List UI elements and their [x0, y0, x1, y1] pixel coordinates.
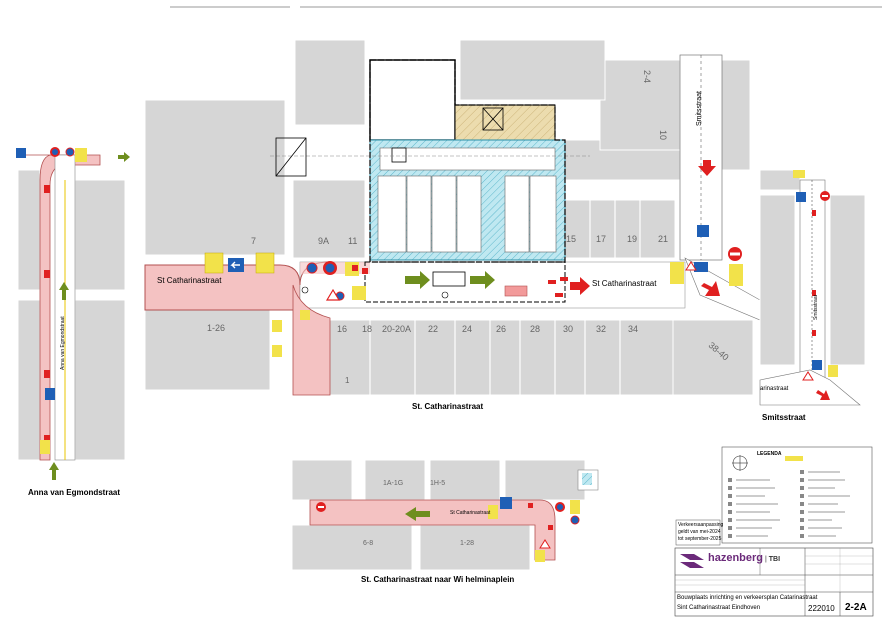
drawing-number: 2-2A [845, 602, 867, 613]
bottom-street-label: St Catharinastraat [450, 510, 491, 516]
house-18: 18 [362, 324, 373, 334]
legend-validity-1: Verkeersaanpassing [678, 522, 724, 528]
title-block [674, 547, 874, 617]
house-30: 30 [563, 324, 574, 334]
bottom-map-view [291, 459, 599, 571]
house-1-26: 1-26 [207, 323, 226, 333]
house-19: 19 [627, 234, 638, 244]
bottom-house-6-8: 6-8 [363, 540, 374, 547]
company-name-text: hazenberg [708, 552, 764, 564]
legend-validity-3: tot september-2025 [678, 536, 722, 542]
project-location: Sint Catharinastraat Eindhoven [677, 605, 761, 611]
house-16: 16 [337, 324, 348, 334]
house-24: 24 [462, 324, 473, 334]
main-street-label-left: St Catharinastraat [157, 276, 222, 285]
house-28: 28 [530, 324, 541, 334]
legend-title: LEGENDA [757, 451, 782, 457]
main-map-view [144, 39, 761, 396]
house-15: 15 [566, 234, 577, 244]
house-17: 17 [596, 234, 607, 244]
right-view-vertical-label: Smitsstraat [813, 294, 819, 320]
bottom-view-title: St. Catharinastraat naar Wi helminaplein [361, 575, 515, 584]
left-view-title: Anna van Egmondstraat [28, 488, 121, 497]
house-9a: 9A [318, 236, 330, 246]
house-34: 34 [628, 324, 639, 334]
project-title: Bouwplaats inrichting en verkeersplan Ca… [677, 595, 818, 601]
house-21: 21 [658, 234, 669, 244]
main-street-label-right: St Catharinastraat [592, 279, 657, 288]
house-22: 22 [428, 324, 439, 334]
house-1: 1 [345, 376, 350, 385]
left-map-view [16, 147, 130, 480]
bottom-house-1h-5: 1H-5 [430, 480, 446, 487]
house-7: 7 [251, 236, 257, 246]
right-map-view [759, 169, 866, 406]
house-10: 10 [658, 130, 668, 141]
house-26: 26 [496, 324, 507, 334]
project-number: 222010 [808, 604, 835, 613]
bottom-house-1-28: 1-28 [460, 540, 475, 547]
company-suffix: TBI [768, 556, 781, 563]
right-view-title: Smitsstraat [762, 413, 806, 422]
legend-box [675, 446, 873, 546]
house-11: 11 [348, 236, 358, 246]
company-name: hazenberg | TBI [708, 552, 781, 564]
smitsstraat-vertical-label: Smitsstraat [696, 90, 703, 126]
house-32: 32 [596, 324, 607, 334]
main-view-title: St. Catharinastraat [412, 402, 484, 411]
right-view-corner-label: arinastraat [760, 386, 789, 392]
left-vertical-street-label: Anna van Egmondstraat [60, 316, 66, 370]
bottom-house-1a-1g: 1A-1G [383, 480, 404, 487]
house-20-20a: 20-20A [382, 324, 412, 334]
house-2-4: 2-4 [642, 70, 652, 84]
legend-validity-2: geldt van mei-2024 [678, 529, 721, 535]
